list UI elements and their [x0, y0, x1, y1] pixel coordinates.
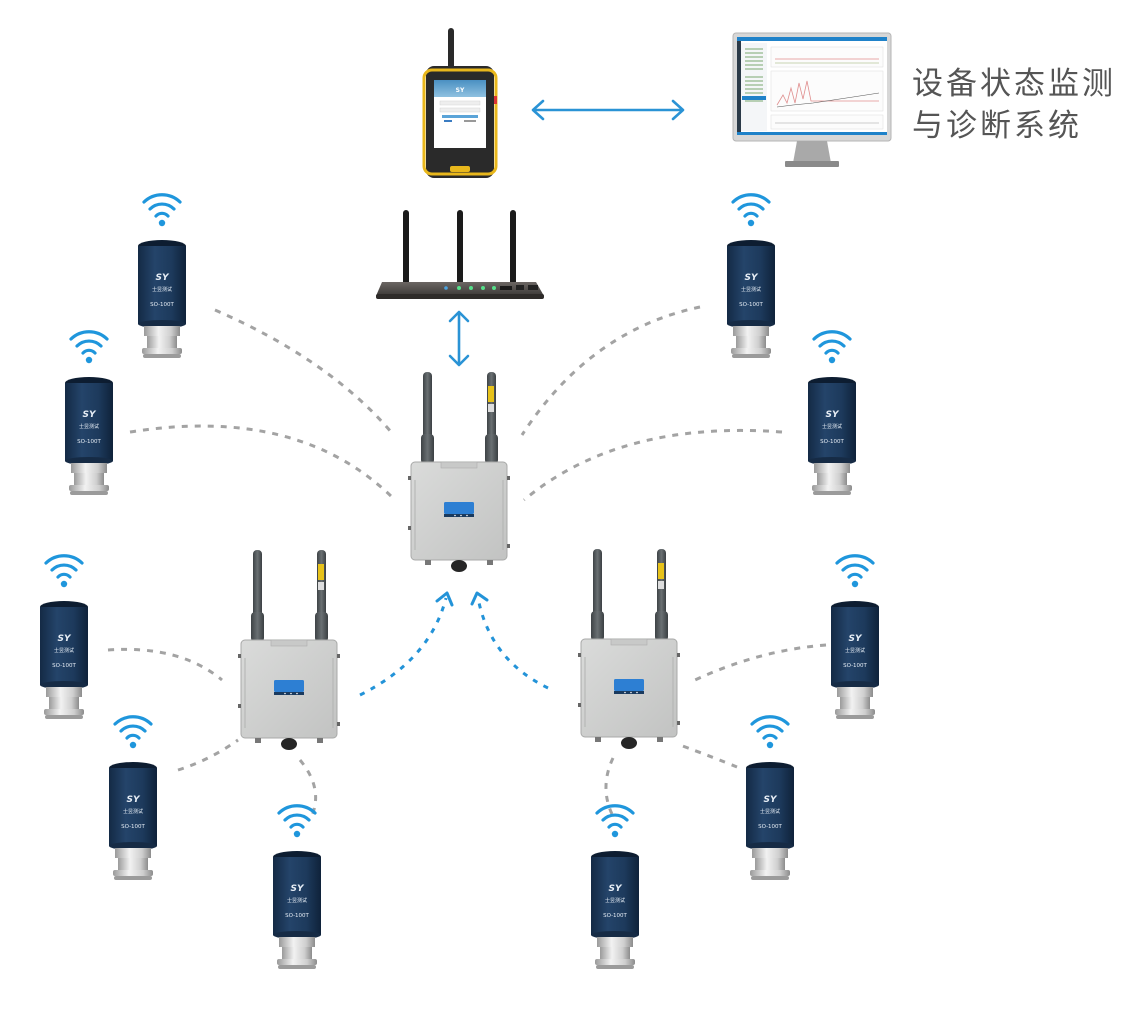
sensor-brand: 士昱测试 [287, 897, 307, 904]
sensor-brand: 士昱测试 [760, 808, 780, 815]
sensor-model: SO-100T [52, 663, 76, 669]
sensor-logo: SY [849, 634, 863, 644]
power-led [444, 286, 448, 290]
sensor-brand: 士昱测试 [152, 286, 172, 293]
sensor-logo: SY [127, 795, 141, 805]
bidirectional-arrow-router [448, 310, 470, 367]
sensor-logo: SY [83, 410, 97, 420]
link-sensor-4 [523, 428, 783, 502]
router-led-4 [492, 286, 496, 290]
sensor-logo: SY [58, 634, 72, 644]
bidirectional-arrow-top [531, 99, 685, 121]
sensor-logo: SY [291, 884, 305, 894]
sensor-model: SO-100T [77, 439, 101, 445]
sensor-model: SO-100T [121, 824, 145, 830]
sensor-model: SO-100T [150, 302, 174, 308]
sensor-model: SO-100T [739, 302, 763, 308]
sensor-4: SY 士昱测试 SO-100T [806, 330, 858, 497]
gateway-left [237, 549, 341, 751]
link-sensor-10 [604, 757, 617, 821]
sensor-logo: SY [156, 273, 170, 283]
sensor-model: SO-100T [820, 439, 844, 445]
handheld-terminal: SY [422, 28, 498, 178]
handheld-brand: SY [456, 87, 465, 94]
link-sensor-8 [694, 643, 827, 682]
sensor-brand: 士昱测试 [605, 897, 625, 904]
sensor-model: SO-100T [843, 663, 867, 669]
sensor-5: SY 士昱测试 SO-100T [38, 554, 90, 721]
sensor-model: SO-100T [603, 913, 627, 919]
sensor-3: SY 士昱测试 SO-100T [725, 193, 777, 360]
router-led-1 [457, 286, 461, 290]
link-sensor-2 [129, 424, 397, 502]
link-relay-right [476, 597, 549, 690]
sensor-logo: SY [609, 884, 623, 894]
sensor-brand: 士昱测试 [123, 808, 143, 815]
sensor-9: SY 士昱测试 SO-100T [744, 715, 796, 882]
sensor-logo: SY [745, 273, 759, 283]
sensor-7: SY 士昱测试 SO-100T [271, 804, 323, 971]
gateway-right [577, 548, 681, 750]
link-sensor-5 [107, 647, 223, 682]
system-title-line-2: 与诊断系统 [912, 108, 1082, 144]
sensor-brand: 士昱测试 [822, 423, 842, 430]
sensor-10: SY 士昱测试 SO-100T [589, 804, 641, 971]
link-sensor-1 [214, 308, 394, 434]
sensor-2: SY 士昱测试 SO-100T [63, 330, 115, 497]
sensor-model: SO-100T [758, 824, 782, 830]
arrow-head-relay-right [470, 591, 489, 606]
sensor-1: SY 士昱测试 SO-100T [136, 193, 188, 360]
router-led-2 [469, 286, 473, 290]
arrow-head-relay-left [435, 591, 454, 607]
gateway-center [407, 371, 511, 573]
monitoring-workstation [732, 32, 892, 167]
router-led-3 [481, 286, 485, 290]
sensor-brand: 士昱测试 [79, 423, 99, 430]
wireless-router [376, 210, 544, 299]
sensor-logo: SY [764, 795, 778, 805]
link-sensor-3 [520, 305, 701, 436]
system-title-line-1: 设备状态监测 [912, 66, 1116, 102]
sensor-logo: SY [826, 410, 840, 420]
link-relay-left [359, 597, 448, 697]
sensor-brand: 士昱测试 [741, 286, 761, 293]
sensor-brand: 士昱测试 [845, 647, 865, 654]
link-sensor-6 [177, 738, 239, 772]
sensor-6: SY 士昱测试 SO-100T [107, 715, 159, 882]
sensor-brand: 士昱测试 [54, 647, 74, 654]
link-sensor-9 [679, 743, 738, 769]
sensor-model: SO-100T [285, 913, 309, 919]
sensor-8: SY 士昱测试 SO-100T [829, 554, 881, 721]
